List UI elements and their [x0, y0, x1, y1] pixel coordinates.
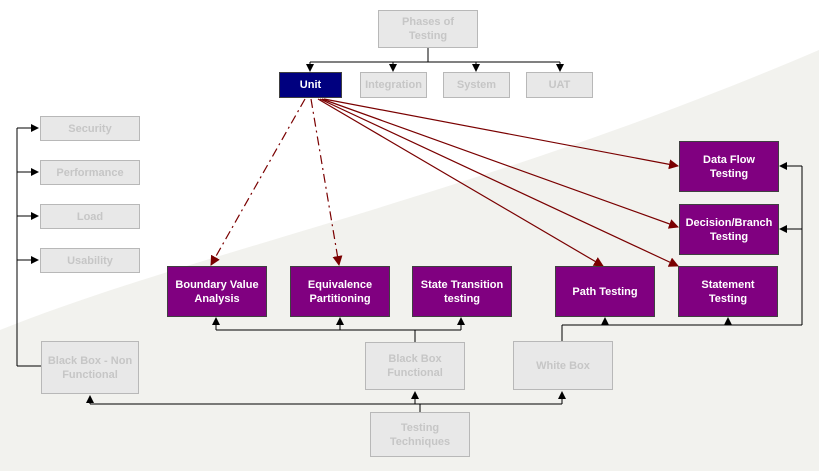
node-uat[interactable]: UAT — [526, 72, 593, 98]
node-label: State Transition testing — [420, 278, 504, 305]
node-black-box-functional[interactable]: Black Box Functional — [365, 342, 465, 390]
node-label: UAT — [548, 79, 571, 91]
node-load[interactable]: Load — [40, 204, 140, 229]
node-label: Black Box - Non Functional — [47, 354, 133, 381]
techniques-tree-connectors — [86, 391, 566, 412]
node-performance[interactable]: Performance — [40, 160, 140, 185]
node-boundary-value-analysis[interactable]: Boundary Value Analysis — [167, 266, 267, 317]
node-label: Black Box Functional — [387, 353, 443, 379]
node-black-box-non-functional[interactable]: Black Box - Non Functional — [41, 341, 139, 394]
node-label: Usability — [67, 254, 113, 267]
node-unit[interactable]: Unit — [279, 72, 342, 98]
background-wave — [0, 50, 819, 471]
functional-tree-connectors — [212, 317, 465, 342]
node-usability[interactable]: Usability — [40, 248, 140, 273]
node-data-flow-testing[interactable]: Data Flow Testing — [679, 141, 779, 192]
node-state-transition-testing[interactable]: State Transition testing — [412, 266, 512, 317]
node-phases-of-testing: Phases of Testing — [378, 10, 478, 48]
node-label: Data Flow Testing — [703, 153, 755, 180]
node-label: Path Testing — [572, 285, 638, 298]
node-label: Boundary Value Analysis — [175, 278, 259, 305]
node-label: Performance — [56, 166, 124, 179]
node-label: System — [456, 79, 497, 91]
node-testing-techniques: Testing Techniques — [370, 412, 470, 457]
node-statement-testing[interactable]: Statement Testing — [678, 266, 778, 317]
node-label: Testing Techniques — [389, 421, 451, 448]
node-white-box[interactable]: White Box — [513, 341, 613, 390]
node-label: Integration — [365, 79, 422, 91]
node-label: Statement Testing — [701, 278, 755, 305]
nonfunctional-tree-connectors — [16, 124, 41, 367]
node-equivalence-partitioning[interactable]: Equivalence Partitioning — [290, 266, 390, 317]
whitebox-tree-connectors — [561, 162, 803, 341]
node-label: Equivalence Partitioning — [307, 278, 373, 305]
phases-tree-connectors — [306, 48, 564, 72]
node-integration[interactable]: Integration — [360, 72, 427, 98]
node-label: Decision/Branch Testing — [685, 216, 773, 243]
node-security[interactable]: Security — [40, 116, 140, 141]
node-path-testing[interactable]: Path Testing — [555, 266, 655, 317]
node-label: Phases of Testing — [402, 16, 454, 42]
node-label: Unit — [299, 79, 322, 91]
node-label: Security — [68, 122, 112, 135]
node-label: White Box — [536, 359, 590, 372]
unit-dashdot-arrows — [210, 98, 343, 266]
node-decision-branch-testing[interactable]: Decision/Branch Testing — [679, 204, 779, 255]
node-system[interactable]: System — [443, 72, 510, 98]
node-label: Load — [76, 210, 104, 223]
unit-solid-arrows — [317, 98, 679, 267]
